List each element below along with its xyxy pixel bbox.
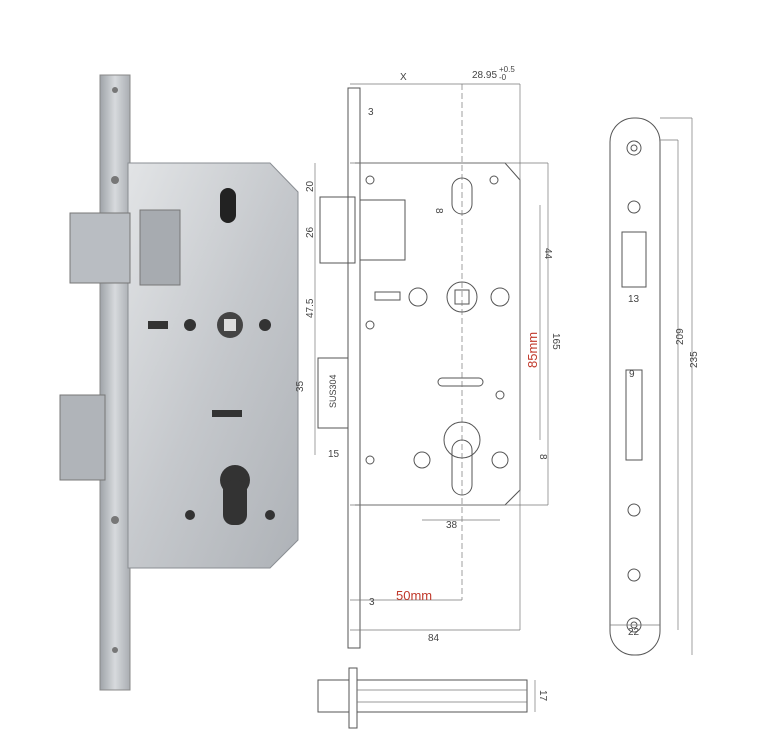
- dim-35: 35: [295, 380, 306, 392]
- dim-209: 209: [675, 328, 686, 345]
- dim-9: 9: [629, 369, 635, 380]
- dim-8-bottom: 8: [537, 454, 548, 460]
- dim-26: 26: [305, 226, 316, 238]
- material-sus304: SUS304: [328, 374, 338, 408]
- dim-17: 17: [537, 690, 548, 702]
- dim-165: 165: [550, 333, 561, 350]
- dim-44: 44: [542, 248, 553, 260]
- dim-20: 20: [305, 180, 316, 192]
- dim-tol-plus: +0.5: [499, 65, 515, 74]
- annotation-50mm: 50mm: [396, 588, 432, 603]
- strike-plate-drawing: [609, 117, 693, 656]
- dim-28-95: 28.95: [472, 70, 497, 81]
- lock-photo: [59, 74, 299, 691]
- dim-tol-minus: -0: [499, 73, 507, 82]
- front-view-labels: X 28.95 +0.5 -0 3 20 26 8 44 47.5 165 85…: [295, 65, 561, 644]
- dim-8-top: 8: [433, 208, 444, 214]
- dim-38: 38: [446, 520, 458, 531]
- dim-15: 15: [328, 449, 340, 460]
- dim-84: 84: [428, 633, 440, 644]
- front-view-drawing: [314, 83, 549, 649]
- strike-plate-labels: 13 9 209 235 22: [628, 294, 700, 638]
- dim-x: X: [400, 72, 407, 83]
- dim-3-top: 3: [368, 107, 374, 118]
- dim-3-bottom: 3: [369, 597, 375, 608]
- dim-47-5: 47.5: [305, 298, 316, 318]
- dim-22: 22: [628, 627, 640, 638]
- annotation-85mm: 85mm: [525, 332, 540, 368]
- dim-235: 235: [689, 351, 700, 368]
- bottom-view-drawing: 17: [317, 667, 548, 729]
- dim-13: 13: [628, 294, 640, 305]
